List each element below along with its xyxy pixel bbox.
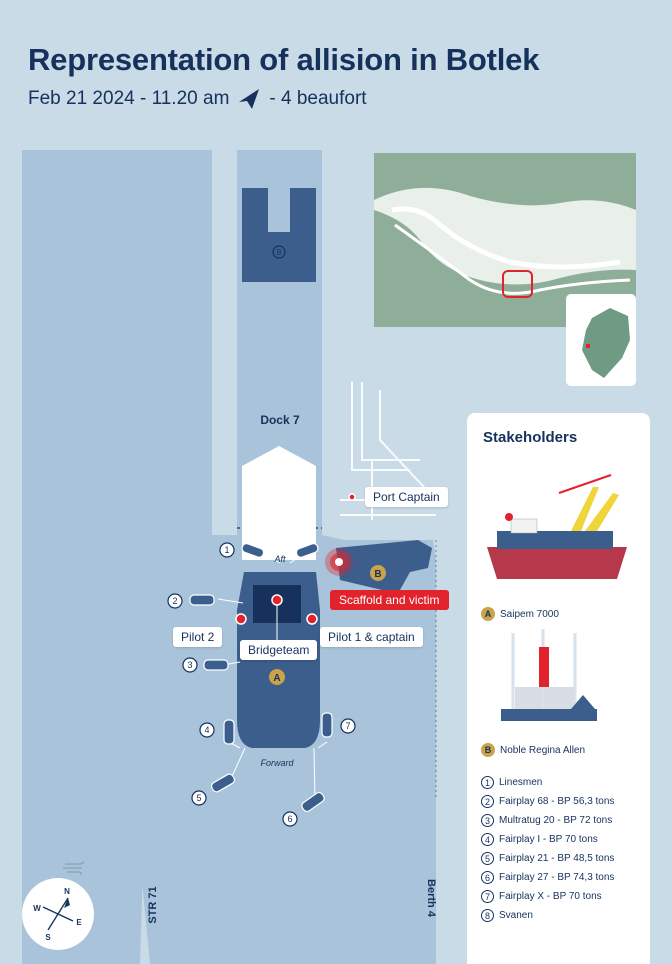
wind-direction-icon bbox=[239, 89, 260, 109]
saipem-illustration bbox=[487, 474, 627, 579]
stakeholders-panel: Stakeholders A Saipem 7000 bbox=[467, 413, 650, 964]
stakeholders-title: Stakeholders bbox=[483, 429, 578, 446]
tug-number-3: 3 bbox=[187, 660, 192, 670]
noble-illustration bbox=[501, 629, 597, 721]
aft-label: Aft bbox=[273, 554, 286, 564]
label-scaffold: Scaffold and victim bbox=[330, 590, 449, 610]
vessel-a-row: A Saipem 7000 bbox=[481, 607, 559, 621]
label-pilot-2: Pilot 2 bbox=[173, 627, 223, 647]
compass-north: N bbox=[64, 887, 70, 896]
label-bridgeteam: Bridgeteam bbox=[240, 640, 318, 660]
tug-number-5: 5 bbox=[196, 793, 201, 803]
dock-label: Dock 7 bbox=[260, 413, 300, 427]
forward-label: Forward bbox=[260, 758, 294, 768]
date-time: Feb 21 2024 - 11.20 am bbox=[28, 88, 230, 109]
tug-number-6: 6 bbox=[287, 814, 292, 824]
tug-number-2: 2 bbox=[172, 596, 177, 606]
page-title: Representation of allision in Botlek bbox=[28, 42, 540, 77]
vessel-b-row: B Noble Regina Allen bbox=[481, 743, 585, 757]
tug-number-1: 1 bbox=[224, 545, 229, 555]
wind-icon bbox=[63, 860, 84, 876]
wind-force: - 4 beaufort bbox=[269, 88, 367, 109]
tug-number-7: 7 bbox=[345, 721, 350, 731]
vessel-b bbox=[336, 540, 432, 590]
berth-basin bbox=[300, 700, 436, 964]
vessel-b-letter: B bbox=[374, 569, 381, 580]
compass-south: S bbox=[45, 933, 51, 942]
compass-east: E bbox=[76, 918, 82, 927]
str-label: STR 71 bbox=[147, 886, 159, 923]
label-port-captain: Port Captain bbox=[365, 487, 448, 507]
pier-left bbox=[22, 570, 95, 860]
label-pilot-1: Pilot 1 & captain bbox=[320, 627, 423, 647]
berth-marker: 8 bbox=[277, 248, 282, 257]
page-subtitle: Feb 21 2024 - 11.20 am - 4 beaufort bbox=[28, 88, 367, 110]
berth-label: Berth 4 bbox=[425, 879, 437, 918]
movement-arrow bbox=[242, 446, 316, 560]
vessel-a-letter: A bbox=[273, 673, 280, 684]
svanen-vessel bbox=[242, 188, 316, 282]
tug-number-4: 4 bbox=[204, 725, 209, 735]
compass-west: W bbox=[33, 904, 41, 913]
